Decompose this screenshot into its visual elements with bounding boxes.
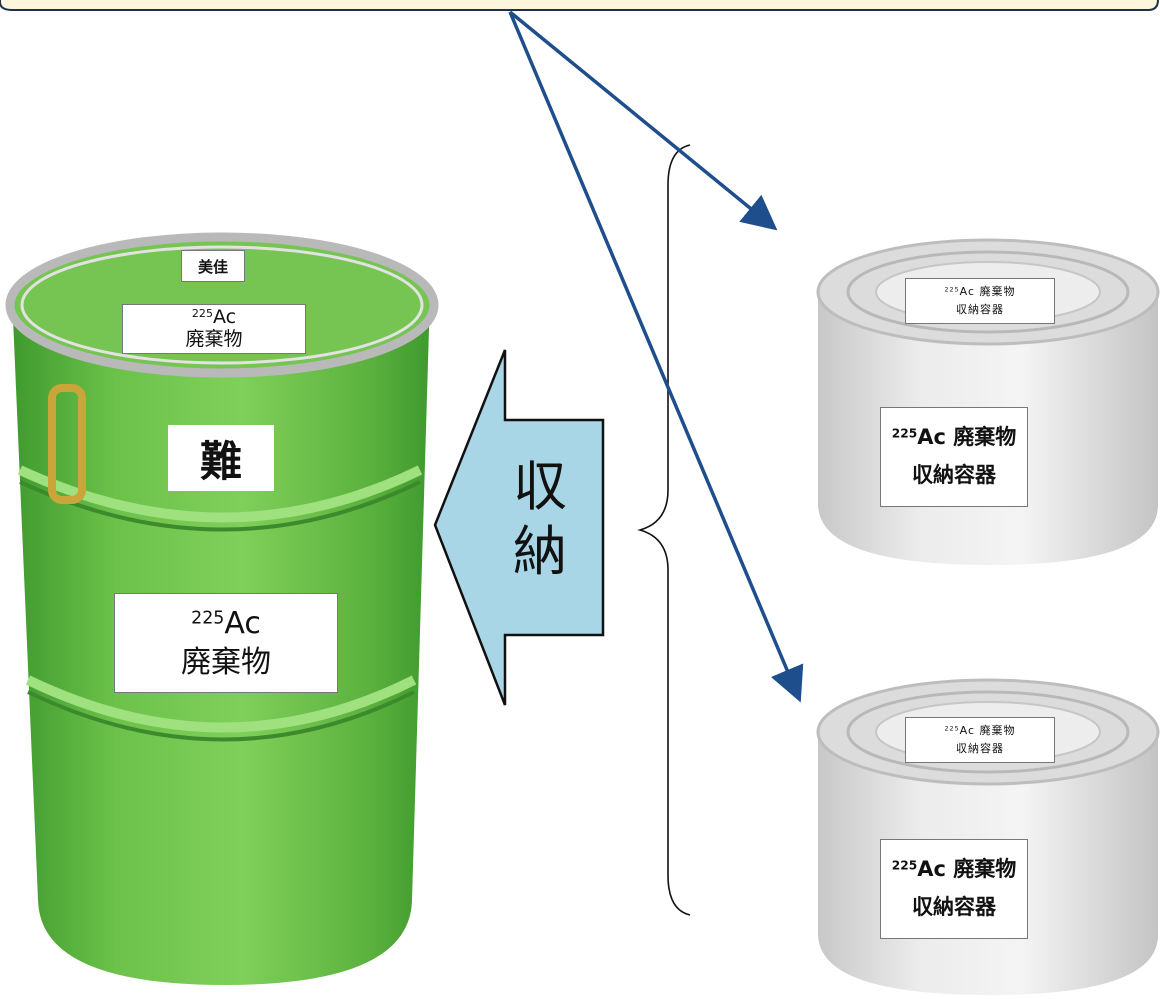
isotope-text: Ac 廃棄物 [917, 425, 1017, 450]
storage-arrow-shape [433, 349, 605, 706]
drum-lid-label: 225Ac 廃棄物 [122, 304, 306, 354]
can-lid-label-line2: 収納容器 [956, 303, 1004, 316]
can-main-label-line1: 225Ac 廃棄物 [892, 851, 1016, 889]
isotope-mass: 225 [944, 724, 960, 733]
can-1-main-label: 225Ac 廃棄物 収納容器 [880, 407, 1028, 507]
storage-arrow-char-1: 収 [513, 455, 567, 518]
can-main-label-line2: 収納容器 [912, 463, 996, 487]
can-1-lid-label: 225Ac 廃棄物 収納容器 [905, 278, 1055, 324]
drum-top-label: 美佳 [181, 250, 245, 282]
isotope-mass: 225 [191, 608, 225, 629]
storage-arrow-label: 収 納 [490, 455, 590, 585]
can-2-main-label: 225Ac 廃棄物 収納容器 [880, 839, 1028, 939]
isotope-text: Ac 廃棄物 [959, 285, 1016, 299]
grouping-brace [637, 144, 691, 916]
isotope-text: Ac 廃棄物 [959, 724, 1016, 738]
isotope-text: Ac 廃棄物 [917, 857, 1017, 882]
isotope-mass: 225 [191, 307, 213, 321]
drum-main-label: 225Ac 廃棄物 [114, 593, 338, 693]
pointer-arrow-2 [508, 11, 804, 703]
isotope-mass: 225 [944, 285, 960, 294]
pointer-arrow-1 [508, 10, 778, 231]
can-main-label-line2: 収納容器 [912, 895, 996, 919]
isotope-mass: 225 [891, 858, 918, 873]
drum-hazard-label-text: 難 [199, 436, 242, 486]
can-main-label-line1: 225Ac 廃棄物 [892, 419, 1016, 457]
callout-box [0, 0, 1159, 11]
drum-top-label-text: 美佳 [197, 257, 228, 276]
drum-main-label-line1: 225Ac [191, 604, 261, 643]
isotope-symbol: Ac [212, 306, 237, 329]
drum-hazard-label: 難 [168, 425, 274, 491]
drum-main-label-line2: 廃棄物 [181, 645, 271, 680]
can-lid-label-line1: 225Ac 廃棄物 [944, 283, 1015, 301]
can-lid-label-line2: 収納容器 [956, 742, 1004, 755]
drum-lid-label-line2: 廃棄物 [185, 328, 243, 350]
isotope-symbol: Ac [224, 606, 261, 641]
can-lid-label-line1: 225Ac 廃棄物 [944, 722, 1015, 740]
storage-arrow-char-2: 納 [513, 519, 567, 583]
isotope-mass: 225 [891, 426, 918, 441]
can-2-lid-label: 225Ac 廃棄物 収納容器 [905, 717, 1055, 763]
drum-lid-label-line1: 225Ac [191, 306, 237, 329]
